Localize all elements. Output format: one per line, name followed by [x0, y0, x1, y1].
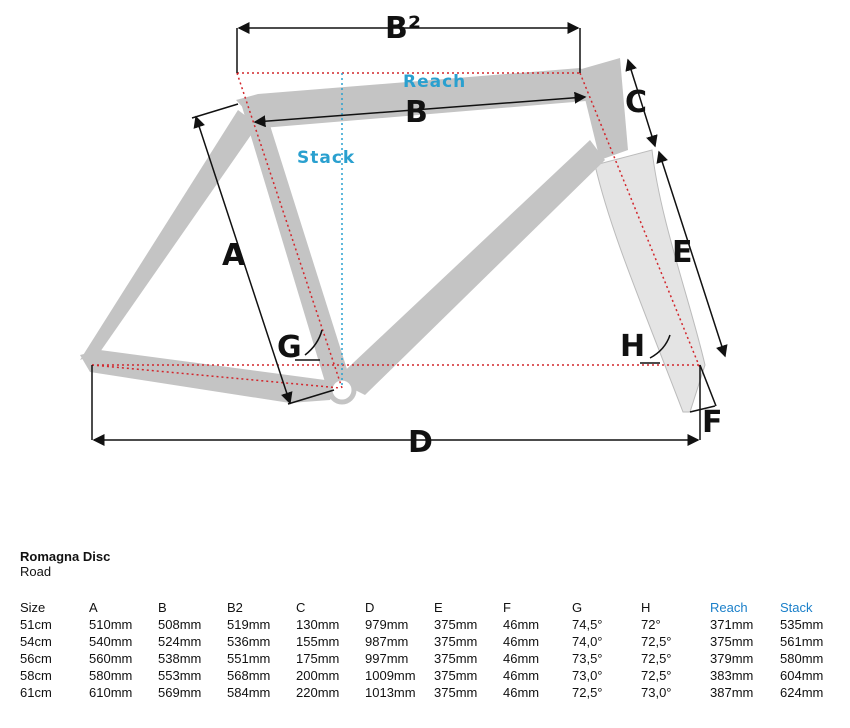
- table-cell: 375mm: [434, 668, 478, 683]
- label-d: D: [408, 425, 433, 460]
- table-cell: 375mm: [434, 685, 478, 700]
- table-cell: 553mm: [158, 668, 202, 683]
- column-header: B2: [227, 600, 243, 615]
- table-cell: 56cm: [20, 651, 52, 666]
- table-cell: 72,5°: [572, 685, 603, 700]
- table-cell: 72°: [641, 617, 661, 632]
- table-cell: 979mm: [365, 617, 409, 632]
- frame-geometry-diagram: B² Reach B C Stack A E G H D F: [80, 11, 728, 460]
- table-row: 61cm 610mm 569mm 584mm 220mm 1013mm 375mm 46mm 7…: [20, 684, 840, 701]
- label-b: B: [405, 95, 428, 130]
- column-header: D: [365, 600, 375, 615]
- table-cell: 535mm: [780, 617, 824, 632]
- table-cell: 58cm: [20, 668, 52, 683]
- label-e: E: [672, 235, 693, 270]
- column-header: G: [572, 600, 583, 615]
- table-cell: 371mm: [710, 617, 754, 632]
- table-cell: 375mm: [434, 617, 478, 632]
- label-f: F: [702, 405, 723, 440]
- table-row: 56cm 560mm 538mm 551mm 175mm 997mm 375mm 46mm 73…: [20, 650, 840, 667]
- table-row: 54cm 540mm 524mm 536mm 155mm 987mm 375mm 46mm 74…: [20, 633, 840, 650]
- column-header: C: [296, 600, 306, 615]
- table-cell: 74,0°: [572, 634, 603, 649]
- column-header: B: [158, 600, 167, 615]
- model-name: Romagna Disc: [20, 549, 111, 564]
- table-cell: 73,5°: [572, 651, 603, 666]
- column-header: Stack: [780, 600, 813, 615]
- table-cell: 551mm: [227, 651, 271, 666]
- table-cell: 536mm: [227, 634, 271, 649]
- table-cell: 73,0°: [641, 685, 672, 700]
- table-cell: 580mm: [89, 668, 133, 683]
- label-c: C: [625, 85, 647, 120]
- model-category: Road: [20, 564, 52, 579]
- frame: [80, 58, 628, 403]
- table-cell: 220mm: [296, 685, 340, 700]
- table-cell: 73,0°: [572, 668, 603, 683]
- label-a: A: [222, 238, 246, 273]
- table-cell: 540mm: [89, 634, 133, 649]
- table-cell: 72,5°: [641, 634, 672, 649]
- table-cell: 538mm: [158, 651, 202, 666]
- table-cell: 568mm: [227, 668, 271, 683]
- table-cell: 569mm: [158, 685, 202, 700]
- table-cell: 561mm: [780, 634, 824, 649]
- table-cell: 519mm: [227, 617, 271, 632]
- column-header: E: [434, 600, 443, 615]
- table-cell: 604mm: [780, 668, 824, 683]
- dimension-lines: [91, 22, 728, 446]
- table-cell: 72,5°: [641, 668, 672, 683]
- label-b2: B²: [385, 11, 421, 46]
- table-cell: 1013mm: [365, 685, 416, 700]
- column-header: H: [641, 600, 651, 615]
- table-row: 58cm 580mm 553mm 568mm 200mm 1009mm 375mm 46mm 7…: [20, 667, 840, 684]
- table-cell: 987mm: [365, 634, 409, 649]
- column-header: A: [89, 600, 98, 615]
- table-cell: 74,5°: [572, 617, 603, 632]
- table-cell: 379mm: [710, 651, 754, 666]
- table-cell: 46mm: [503, 634, 540, 649]
- table-cell: 46mm: [503, 668, 540, 683]
- label-stack: Stack: [297, 148, 355, 168]
- table-cell: 175mm: [296, 651, 340, 666]
- table-cell: 46mm: [503, 617, 540, 632]
- table-cell: 375mm: [434, 651, 478, 666]
- table-cell: 130mm: [296, 617, 340, 632]
- table-cell: 560mm: [89, 651, 133, 666]
- column-header: F: [503, 600, 511, 615]
- fork: [594, 149, 706, 413]
- table-row: 51cm 510mm 508mm 519mm 130mm 979mm 375mm 46mm 74…: [20, 616, 840, 633]
- column-header: Reach: [710, 600, 748, 615]
- model-info: Romagna Disc Road: [20, 549, 110, 579]
- column-header: Size: [20, 600, 46, 615]
- label-reach: Reach: [403, 72, 466, 92]
- table-cell: 508mm: [158, 617, 202, 632]
- table-cell: 997mm: [365, 651, 409, 666]
- table-cell: 610mm: [89, 685, 133, 700]
- table-cell: 383mm: [710, 668, 754, 683]
- table-cell: 580mm: [780, 651, 824, 666]
- table-cell: 61cm: [20, 685, 52, 700]
- label-g: G: [277, 330, 302, 365]
- label-h: H: [620, 329, 645, 364]
- table-cell: 46mm: [503, 685, 540, 700]
- table-cell: 155mm: [296, 634, 340, 649]
- table-cell: 387mm: [710, 685, 754, 700]
- table-cell: 375mm: [434, 634, 478, 649]
- table-cell: 200mm: [296, 668, 340, 683]
- table-cell: 624mm: [780, 685, 824, 700]
- table-cell: 510mm: [89, 617, 133, 632]
- table-cell: 51cm: [20, 617, 52, 632]
- table-cell: 1009mm: [365, 668, 416, 683]
- table-cell: 72,5°: [641, 651, 672, 666]
- table-cell: 375mm: [710, 634, 754, 649]
- table-cell: 54cm: [20, 634, 52, 649]
- table-cell: 524mm: [158, 634, 202, 649]
- table-cell: 584mm: [227, 685, 271, 700]
- table-cell: 46mm: [503, 651, 540, 666]
